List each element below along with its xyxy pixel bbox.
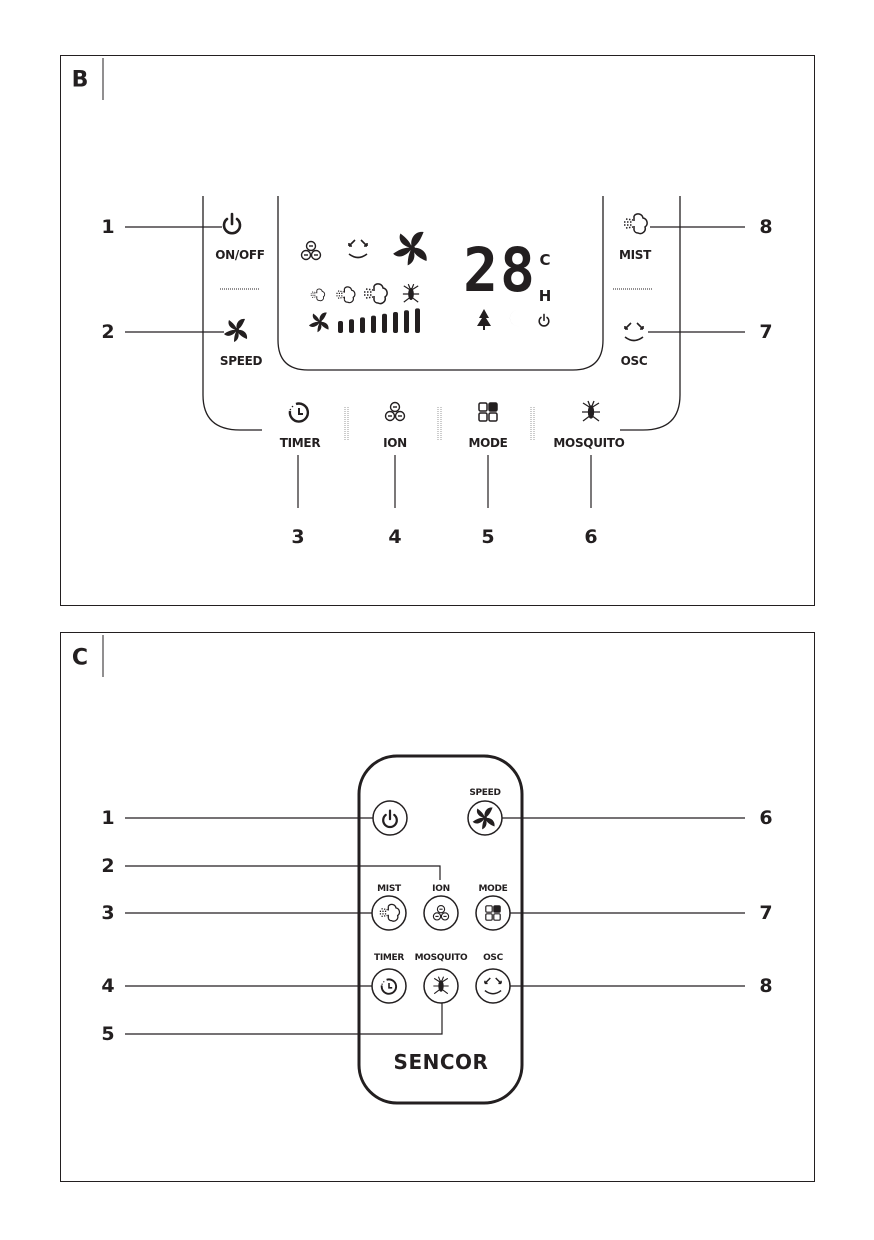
speed-bar <box>338 321 343 333</box>
remote-outline <box>357 754 524 1105</box>
fan-icon <box>224 318 248 342</box>
speed-bar <box>349 319 354 333</box>
timer-button-label: TIMER <box>279 436 321 450</box>
remote-callout-5: 5 <box>101 1023 115 1045</box>
lcd-speed-bars <box>338 308 420 333</box>
panel-c-label: C <box>71 645 89 671</box>
mode-button-label: MODE <box>468 436 508 450</box>
lcd-fan-icon <box>393 231 427 266</box>
remote-callout-1: 1 <box>101 807 115 829</box>
ion-icon <box>384 401 406 422</box>
remote-callout-6: 6 <box>759 807 773 829</box>
remote-timer-label: TIMER <box>373 953 405 963</box>
power-icon <box>222 212 242 235</box>
callout-8: 8 <box>759 216 773 238</box>
lcd-power-icon <box>538 313 550 327</box>
remote-callout-8: 8 <box>759 975 773 997</box>
remote-mist-label: MIST <box>377 884 401 894</box>
lcd-sleep-moon-icon <box>509 310 519 327</box>
timer-icon <box>288 402 310 423</box>
callout-3: 3 <box>291 526 305 548</box>
callout-5: 5 <box>481 526 495 548</box>
remote-mosquito-label: MOSQUITO <box>414 953 468 963</box>
on-off-button-label: ON/OFF <box>215 248 265 262</box>
mode-icon <box>478 402 498 422</box>
lcd-ion-icon <box>300 240 322 261</box>
callout-6: 6 <box>584 526 598 548</box>
oscillation-icon <box>624 322 644 342</box>
remote-callout-7: 7 <box>759 902 773 924</box>
ion-button-label: ION <box>383 436 407 450</box>
mosquito-icon <box>581 400 601 422</box>
speed-bar <box>404 310 409 333</box>
callout-7: 7 <box>759 321 773 343</box>
lcd-oscillation-icon <box>348 239 368 259</box>
remote-callout-4: 4 <box>101 975 115 997</box>
lcd-mist-high-icon <box>363 283 388 305</box>
lcd-mosquito-icon <box>402 283 420 303</box>
callout-4: 4 <box>388 526 402 548</box>
remote-ion-label: ION <box>431 884 451 894</box>
lcd-speed-fan-icon <box>308 312 329 333</box>
lcd-mist-low-icon <box>310 288 326 302</box>
mist-button-label: MIST <box>618 248 652 262</box>
lcd-temperature: 28 <box>463 234 537 306</box>
remote-mode-label: MODE <box>478 884 508 894</box>
osc-button-label: OSC <box>620 354 648 368</box>
mosquito-button-label: MOSQUITO <box>553 436 625 450</box>
lcd-display-outline <box>277 196 604 371</box>
lcd-mist-mid-icon <box>335 286 356 304</box>
sencor-logo: SENCOR <box>393 1050 489 1074</box>
speed-button-label: SPEED <box>219 354 263 368</box>
panel-b-frame <box>60 55 815 606</box>
callout-1: 1 <box>101 216 115 238</box>
remote-callout-3: 3 <box>101 902 115 924</box>
remote-speed-label: SPEED <box>469 788 501 798</box>
lcd-unit-h: H <box>538 287 552 305</box>
speed-bar <box>382 313 387 333</box>
mist-icon <box>623 213 648 235</box>
panel-b-label: B <box>71 67 89 93</box>
panel-c-frame <box>60 632 815 1182</box>
speed-bar <box>415 308 420 333</box>
lcd-tree-icon <box>477 309 491 330</box>
remote-osc-label: OSC <box>483 953 503 963</box>
remote-callout-2: 2 <box>101 855 115 877</box>
callout-2: 2 <box>101 321 115 343</box>
lcd-unit-c: C <box>539 251 551 269</box>
speed-bar <box>393 312 398 333</box>
speed-bar <box>360 317 365 333</box>
speed-bar <box>371 315 376 333</box>
